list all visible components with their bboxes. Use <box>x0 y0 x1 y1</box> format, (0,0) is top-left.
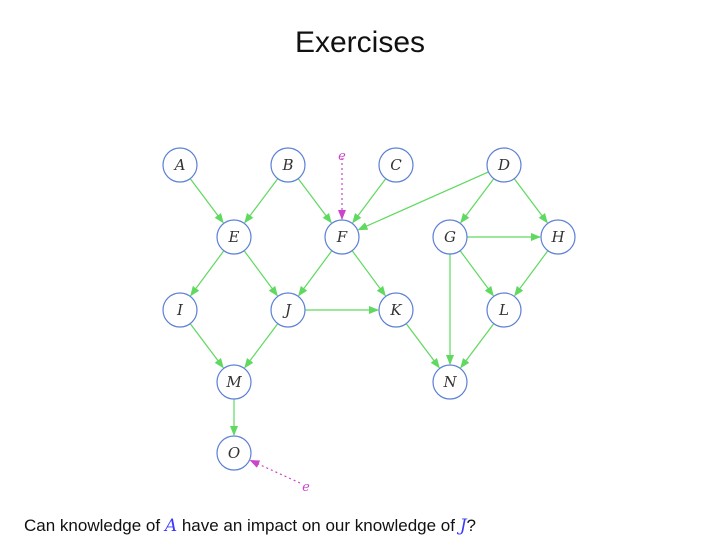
edge-e-i <box>190 250 225 297</box>
node-m: M <box>216 364 252 400</box>
node-label-f: F <box>336 228 348 246</box>
node-label-j: J <box>282 301 292 319</box>
node-label-d: D <box>497 156 510 174</box>
evidence-label-f: e <box>338 149 346 164</box>
evidence-arrow-o <box>249 459 301 484</box>
node-label-h: H <box>550 228 565 246</box>
node-circle-k <box>378 292 414 328</box>
evidence-label-o: e <box>302 480 310 495</box>
node-circle-l <box>486 292 522 328</box>
node-label-a: A <box>173 156 186 174</box>
node-label-g: G <box>444 228 456 246</box>
node-b: B <box>270 147 306 183</box>
node-circle-e <box>216 219 252 255</box>
question-before: Can knowledge of <box>24 516 165 535</box>
node-d: D <box>486 147 522 183</box>
edge-i-m <box>189 323 224 369</box>
node-circle-c <box>378 147 414 183</box>
node-i: I <box>162 292 198 328</box>
node-circle-n <box>432 364 468 400</box>
node-circle-i <box>162 292 198 328</box>
edge-d-f <box>357 171 489 231</box>
node-label-c: C <box>390 156 402 174</box>
node-circle-b <box>270 147 306 183</box>
question-after: ? <box>466 516 476 535</box>
question-var-j: J <box>459 516 467 536</box>
node-label-n: N <box>442 373 457 391</box>
node-circle-o <box>216 435 252 471</box>
node-label-m: M <box>225 373 242 391</box>
node-circle-a <box>162 147 198 183</box>
edge-b-f <box>297 178 332 224</box>
edge-k-n <box>405 323 440 369</box>
edge-j-m <box>244 323 279 369</box>
node-l: L <box>486 292 522 328</box>
node-f: F <box>324 219 360 255</box>
node-g: G <box>432 219 468 255</box>
edge-f-j <box>298 250 333 297</box>
edge-d-g <box>460 178 495 224</box>
node-n: N <box>432 364 468 400</box>
node-j: J <box>270 292 306 328</box>
node-label-l: L <box>498 301 509 319</box>
page-title: Exercises <box>294 26 426 59</box>
node-circle-g <box>432 219 468 255</box>
node-label-o: O <box>228 444 240 462</box>
node-circle-f <box>324 219 360 255</box>
node-circle-h <box>540 219 576 255</box>
node-label-i: I <box>176 301 184 319</box>
node-circle-j <box>270 292 306 328</box>
node-label-e: E <box>228 228 240 246</box>
node-h: H <box>540 219 576 255</box>
edge-d-h <box>513 178 548 224</box>
edge-f-k <box>351 250 386 297</box>
edge-a-e <box>189 178 224 224</box>
edge-b-e <box>244 178 279 224</box>
node-o: O <box>216 435 252 471</box>
question-middle: have an impact on our knowledge of <box>177 516 460 535</box>
node-circle-d <box>486 147 522 183</box>
edge-e-j <box>243 250 278 297</box>
edge-c-f <box>352 178 387 224</box>
node-circle-m <box>216 364 252 400</box>
node-c: C <box>378 147 414 183</box>
node-e: E <box>216 219 252 255</box>
node-a: A <box>162 147 198 183</box>
question-text: Can knowledge of A have an impact on our… <box>24 516 714 536</box>
edge-h-l <box>514 250 549 297</box>
node-k: K <box>378 292 414 328</box>
node-label-b: B <box>281 156 293 174</box>
edge-l-n <box>460 323 495 369</box>
node-label-k: K <box>389 301 402 319</box>
edge-g-l <box>459 250 494 297</box>
question-var-a: A <box>164 516 178 536</box>
